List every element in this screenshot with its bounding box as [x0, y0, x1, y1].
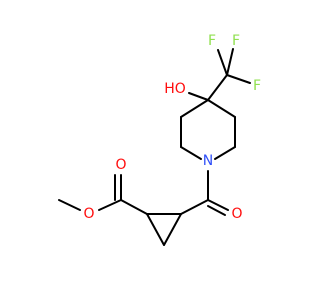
bond-group-trifluoromethyl — [217, 48, 251, 84]
bond-ester-carbonyl-double — [114, 174, 122, 201]
bond-cyclopropane-ester — [120, 199, 148, 215]
bond-o-methyl — [58, 199, 81, 211]
bond-amide-carbonyl-double — [207, 199, 229, 216]
atom-oxygen-amide: O — [231, 206, 242, 222]
atom-f-left: F — [208, 33, 216, 49]
atom-f-top: F — [232, 33, 240, 49]
bond-carbonyl-cyclopropane — [180, 199, 209, 215]
bond-ester-single — [98, 199, 122, 211]
atom-f-right: F — [253, 78, 261, 94]
atom-oxygen-ester-carbonyl: O — [115, 157, 126, 173]
structure-canvas: F F F HO N O O O — [58, 33, 261, 246]
molecule-diagram: F F F HO N O O O — [58, 33, 261, 246]
atom-hydroxyl: HO — [164, 81, 186, 97]
atom-nitrogen: N — [203, 153, 213, 169]
bond-c4-cf3 — [207, 74, 228, 101]
bond-group-piperidine-ring — [180, 99, 236, 160]
atom-oxygen-ester-ether: O — [83, 206, 94, 222]
bond-group-cyclopropane — [146, 213, 182, 246]
bond-c4-oh — [188, 92, 209, 101]
